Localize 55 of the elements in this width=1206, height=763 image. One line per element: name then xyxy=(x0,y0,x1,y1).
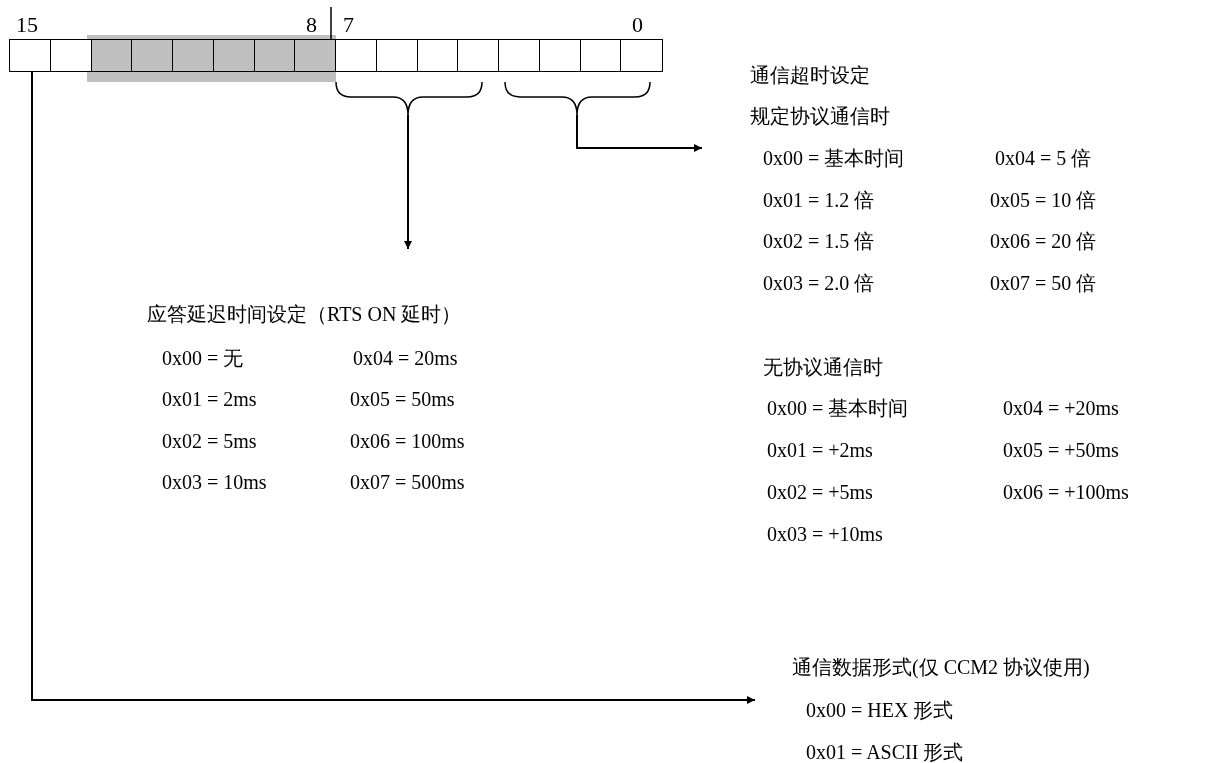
option-text: 0x07 = 500ms xyxy=(350,470,465,494)
option-text: 0x05 = +50ms xyxy=(1003,438,1119,462)
option-text: 0x06 = +100ms xyxy=(1003,480,1129,504)
option-text: 0x03 = 2.0 倍 xyxy=(763,271,875,295)
bit-number: 0 xyxy=(632,12,643,38)
option-text: 0x03 = 10ms xyxy=(162,470,267,494)
bit-cell xyxy=(294,39,337,72)
arrow xyxy=(31,71,756,704)
option-text: 0x00 = 无 xyxy=(162,346,244,370)
bit-cell xyxy=(212,39,255,72)
option-text: 0x05 = 50ms xyxy=(350,387,455,411)
bit-number: 15 xyxy=(16,12,38,38)
option-text: 0x01 = 1.2 倍 xyxy=(763,188,875,212)
bit-cell xyxy=(457,39,500,72)
arrow xyxy=(404,114,412,250)
option-text: 0x04 = 5 倍 xyxy=(995,146,1092,170)
subheading-text: 无协议通信时 xyxy=(763,355,883,379)
arrow xyxy=(576,114,703,152)
curly-brace xyxy=(335,82,483,115)
bit-cell xyxy=(538,39,581,72)
bit-cell xyxy=(172,39,215,72)
bit-cell xyxy=(90,39,133,72)
option-text: 0x01 = 2ms xyxy=(162,387,257,411)
heading-text: 通信超时设定 xyxy=(750,63,870,87)
option-text: 0x02 = 1.5 倍 xyxy=(763,229,875,253)
heading-text: 通信数据形式(仅 CCM2 协议使用) xyxy=(792,655,1090,679)
option-text: 0x00 = HEX 形式 xyxy=(806,698,954,722)
bit-cell xyxy=(579,39,622,72)
option-text: 0x03 = +10ms xyxy=(767,522,883,546)
bit-cell xyxy=(416,39,459,72)
option-text: 0x00 = 基本时间 xyxy=(763,146,905,170)
option-text: 0x04 = +20ms xyxy=(1003,396,1119,420)
heading-text: 应答延迟时间设定（RTS ON 延时） xyxy=(147,302,462,326)
option-text: 0x06 = 20 倍 xyxy=(990,229,1097,253)
bit-number: 7 xyxy=(343,12,354,38)
bit-cell xyxy=(498,39,541,72)
bit-cell xyxy=(49,39,92,72)
subheading-text: 规定协议通信时 xyxy=(750,104,890,128)
option-text: 0x01 = +2ms xyxy=(767,438,873,462)
option-text: 0x01 = ASCII 形式 xyxy=(806,740,964,763)
bit-cell xyxy=(253,39,296,72)
option-text: 0x06 = 100ms xyxy=(350,429,465,453)
option-text: 0x05 = 10 倍 xyxy=(990,188,1097,212)
bit-cell xyxy=(9,39,52,72)
option-text: 0x07 = 50 倍 xyxy=(990,271,1097,295)
option-text: 0x00 = 基本时间 xyxy=(767,396,909,420)
bit-number: 8 xyxy=(306,12,317,38)
option-text: 0x04 = 20ms xyxy=(353,346,458,370)
option-text: 0x02 = 5ms xyxy=(162,429,257,453)
option-text: 0x02 = +5ms xyxy=(767,480,873,504)
bit-cell xyxy=(131,39,174,72)
bit-cell xyxy=(335,39,378,72)
curly-brace xyxy=(504,82,651,115)
bit-cell xyxy=(375,39,418,72)
bit-cell xyxy=(620,39,663,72)
